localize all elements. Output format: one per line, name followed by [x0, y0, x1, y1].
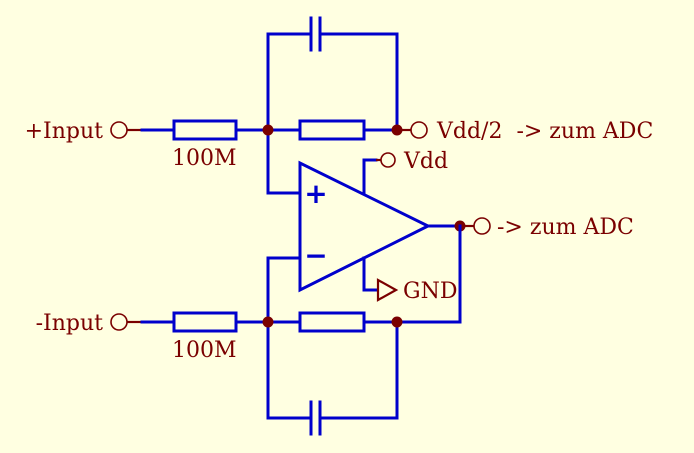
resistor-bottom-value: 100M — [172, 338, 237, 363]
wire-to-inverting — [266, 256, 302, 324]
wire-bottom-cap-loop-right — [319, 320, 399, 420]
output-label: -> zum ADC — [497, 215, 634, 240]
junction-top-left — [262, 124, 274, 136]
wire-output-feedback — [395, 224, 462, 324]
gnd-symbol — [376, 278, 399, 302]
plus-input-terminal — [110, 121, 128, 139]
resistor-top-value: 100M — [172, 146, 237, 171]
wire-vdd-supply — [362, 158, 378, 196]
resistor-100m-bottom — [172, 311, 238, 333]
junction-bottom-right — [391, 316, 403, 328]
resistor-bottom-feedback — [298, 311, 366, 333]
vdd-label: Vdd — [403, 149, 448, 174]
minus-input-label: -Input — [36, 311, 104, 336]
output-terminal — [473, 217, 491, 235]
opamp-minus-sign: − — [304, 239, 327, 272]
wire-top-cap-loop — [266, 32, 312, 132]
wire-top-cap-loop-right — [319, 32, 399, 132]
wire-to-noninverting — [266, 128, 302, 195]
vdd-half-label: Vdd/2 -> zum ADC — [436, 119, 653, 144]
junction-top-right — [391, 124, 403, 136]
junction-bottom-left — [262, 316, 274, 328]
wire-gnd-supply — [362, 256, 378, 292]
opamp-plus-sign: + — [304, 177, 327, 210]
gnd-label: GND — [403, 279, 457, 304]
resistor-top-feedback — [298, 119, 366, 141]
vdd-terminal — [380, 152, 396, 168]
plus-input-label: +Input — [25, 119, 104, 144]
wire-bottom-cap-loop — [266, 320, 312, 420]
vdd-half-terminal — [410, 121, 428, 139]
minus-input-terminal — [110, 313, 128, 331]
resistor-100m-top — [172, 119, 238, 141]
